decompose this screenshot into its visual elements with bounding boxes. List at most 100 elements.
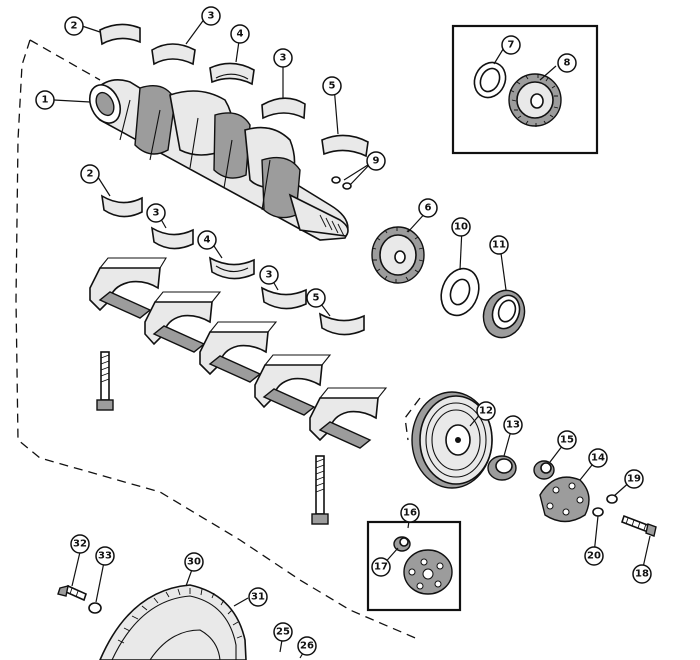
callout-9: 9 — [366, 151, 386, 171]
bearing-shell-upper-2 — [99, 23, 141, 46]
callout-label: 3 — [208, 11, 215, 22]
callout-label: 17 — [374, 562, 388, 573]
pulley-boundary-dashed — [404, 397, 421, 441]
callout-label: 16 — [403, 508, 417, 519]
callout-31: 31 — [248, 587, 268, 607]
callout-3-upper-b: 3 — [273, 48, 293, 68]
callout-label: 4 — [237, 29, 244, 40]
bearing-shell-upper-3b — [261, 97, 306, 120]
callout-4-lower: 4 — [197, 230, 217, 250]
crankshaft-pulley-12 — [411, 391, 493, 489]
bolt-18 — [620, 514, 657, 537]
crankshaft-1 — [88, 79, 349, 241]
callout-32: 32 — [70, 534, 90, 554]
callout-label: 3 — [266, 270, 273, 281]
flywheel-bolt-32 — [57, 584, 87, 602]
callout-30: 30 — [184, 552, 204, 572]
callout-8: 8 — [557, 53, 577, 73]
thrust-washer-10 — [440, 267, 480, 317]
bearing-shell-lower-5 — [318, 312, 365, 336]
callout-5-lower: 5 — [306, 288, 326, 308]
main-bearing-cap-1 — [89, 257, 167, 319]
bearing-shell-upper-3a — [151, 43, 196, 66]
callout-label: 3 — [280, 53, 287, 64]
drive-flange-14 — [539, 476, 590, 523]
sleeve-17 — [393, 536, 411, 552]
callout-2-upper: 2 — [64, 16, 84, 36]
callout-label: 7 — [508, 40, 515, 51]
main-bearing-cap-3 — [199, 321, 278, 383]
callout-label: 6 — [425, 203, 432, 214]
callout-26: 26 — [297, 636, 317, 656]
washer-20 — [592, 507, 604, 517]
callout-18: 18 — [632, 564, 652, 584]
callout-13: 13 — [503, 415, 523, 435]
flywheel-30 — [99, 584, 247, 660]
callout-1: 1 — [35, 90, 55, 110]
callout-label: 1 — [42, 95, 49, 106]
pulley-hub-13 — [487, 455, 517, 481]
spacer-15 — [533, 460, 555, 480]
callout-12: 12 — [476, 401, 496, 421]
cap-bolt-left — [96, 351, 114, 411]
callout-label: 32 — [73, 539, 87, 550]
callout-label: 2 — [71, 21, 78, 32]
callout-16: 16 — [400, 503, 420, 523]
callout-label: 33 — [98, 551, 112, 562]
callout-label: 10 — [454, 222, 468, 233]
callout-label: 9 — [373, 156, 380, 167]
callout-6: 6 — [418, 198, 438, 218]
callout-3-upper-a: 3 — [201, 6, 221, 26]
main-bearing-cap-5 — [309, 387, 388, 449]
callout-3-lower-a: 3 — [146, 203, 166, 223]
gear-8 — [508, 73, 562, 127]
callout-20: 20 — [584, 546, 604, 566]
bearing-shell-lower-4 — [208, 256, 255, 280]
bearing-shell-upper-4 — [209, 62, 255, 86]
callout-10: 10 — [451, 217, 471, 237]
callout-label: 2 — [87, 169, 94, 180]
callout-4-upper: 4 — [230, 24, 250, 44]
callout-label: 12 — [479, 406, 493, 417]
bearing-shell-lower-2 — [100, 194, 143, 218]
front-seal-11 — [482, 289, 526, 339]
callout-2-lower: 2 — [80, 164, 100, 184]
callout-label: 26 — [300, 641, 314, 652]
callout-label: 11 — [492, 240, 506, 251]
dowel-pins-9 — [331, 176, 352, 190]
callout-3-lower-b: 3 — [259, 265, 279, 285]
washer-19 — [606, 494, 618, 504]
timing-gear-6 — [371, 226, 425, 284]
flywheel-washer-33 — [88, 602, 102, 614]
callout-label: 8 — [564, 58, 571, 69]
callout-25: 25 — [273, 622, 293, 642]
oil-seal-7 — [473, 61, 507, 99]
callout-11: 11 — [489, 235, 509, 255]
callout-label: 14 — [591, 453, 605, 464]
callout-label: 30 — [187, 557, 201, 568]
assembly-boundary-dashed — [15, 39, 421, 641]
callout-15: 15 — [557, 430, 577, 450]
callout-label: 3 — [153, 208, 160, 219]
callout-label: 20 — [587, 551, 601, 562]
callout-label: 4 — [204, 235, 211, 246]
hub-assembly-16 — [403, 549, 453, 595]
callout-33: 33 — [95, 546, 115, 566]
callout-7: 7 — [501, 35, 521, 55]
callout-label: 25 — [276, 627, 290, 638]
callout-label: 5 — [329, 81, 336, 92]
main-bearing-cap-4 — [254, 354, 332, 416]
callout-label: 13 — [506, 420, 520, 431]
cap-bolt-right — [311, 455, 329, 525]
callout-14: 14 — [588, 448, 608, 468]
callout-label: 15 — [560, 435, 574, 446]
bearing-shell-upper-5 — [321, 134, 369, 158]
callout-label: 31 — [251, 592, 265, 603]
bearing-shell-lower-3b — [260, 286, 307, 310]
main-bearing-cap-2 — [144, 291, 222, 353]
callout-5-upper: 5 — [322, 76, 342, 96]
callout-label: 5 — [313, 293, 320, 304]
callout-19: 19 — [624, 469, 644, 489]
callout-17: 17 — [371, 557, 391, 577]
